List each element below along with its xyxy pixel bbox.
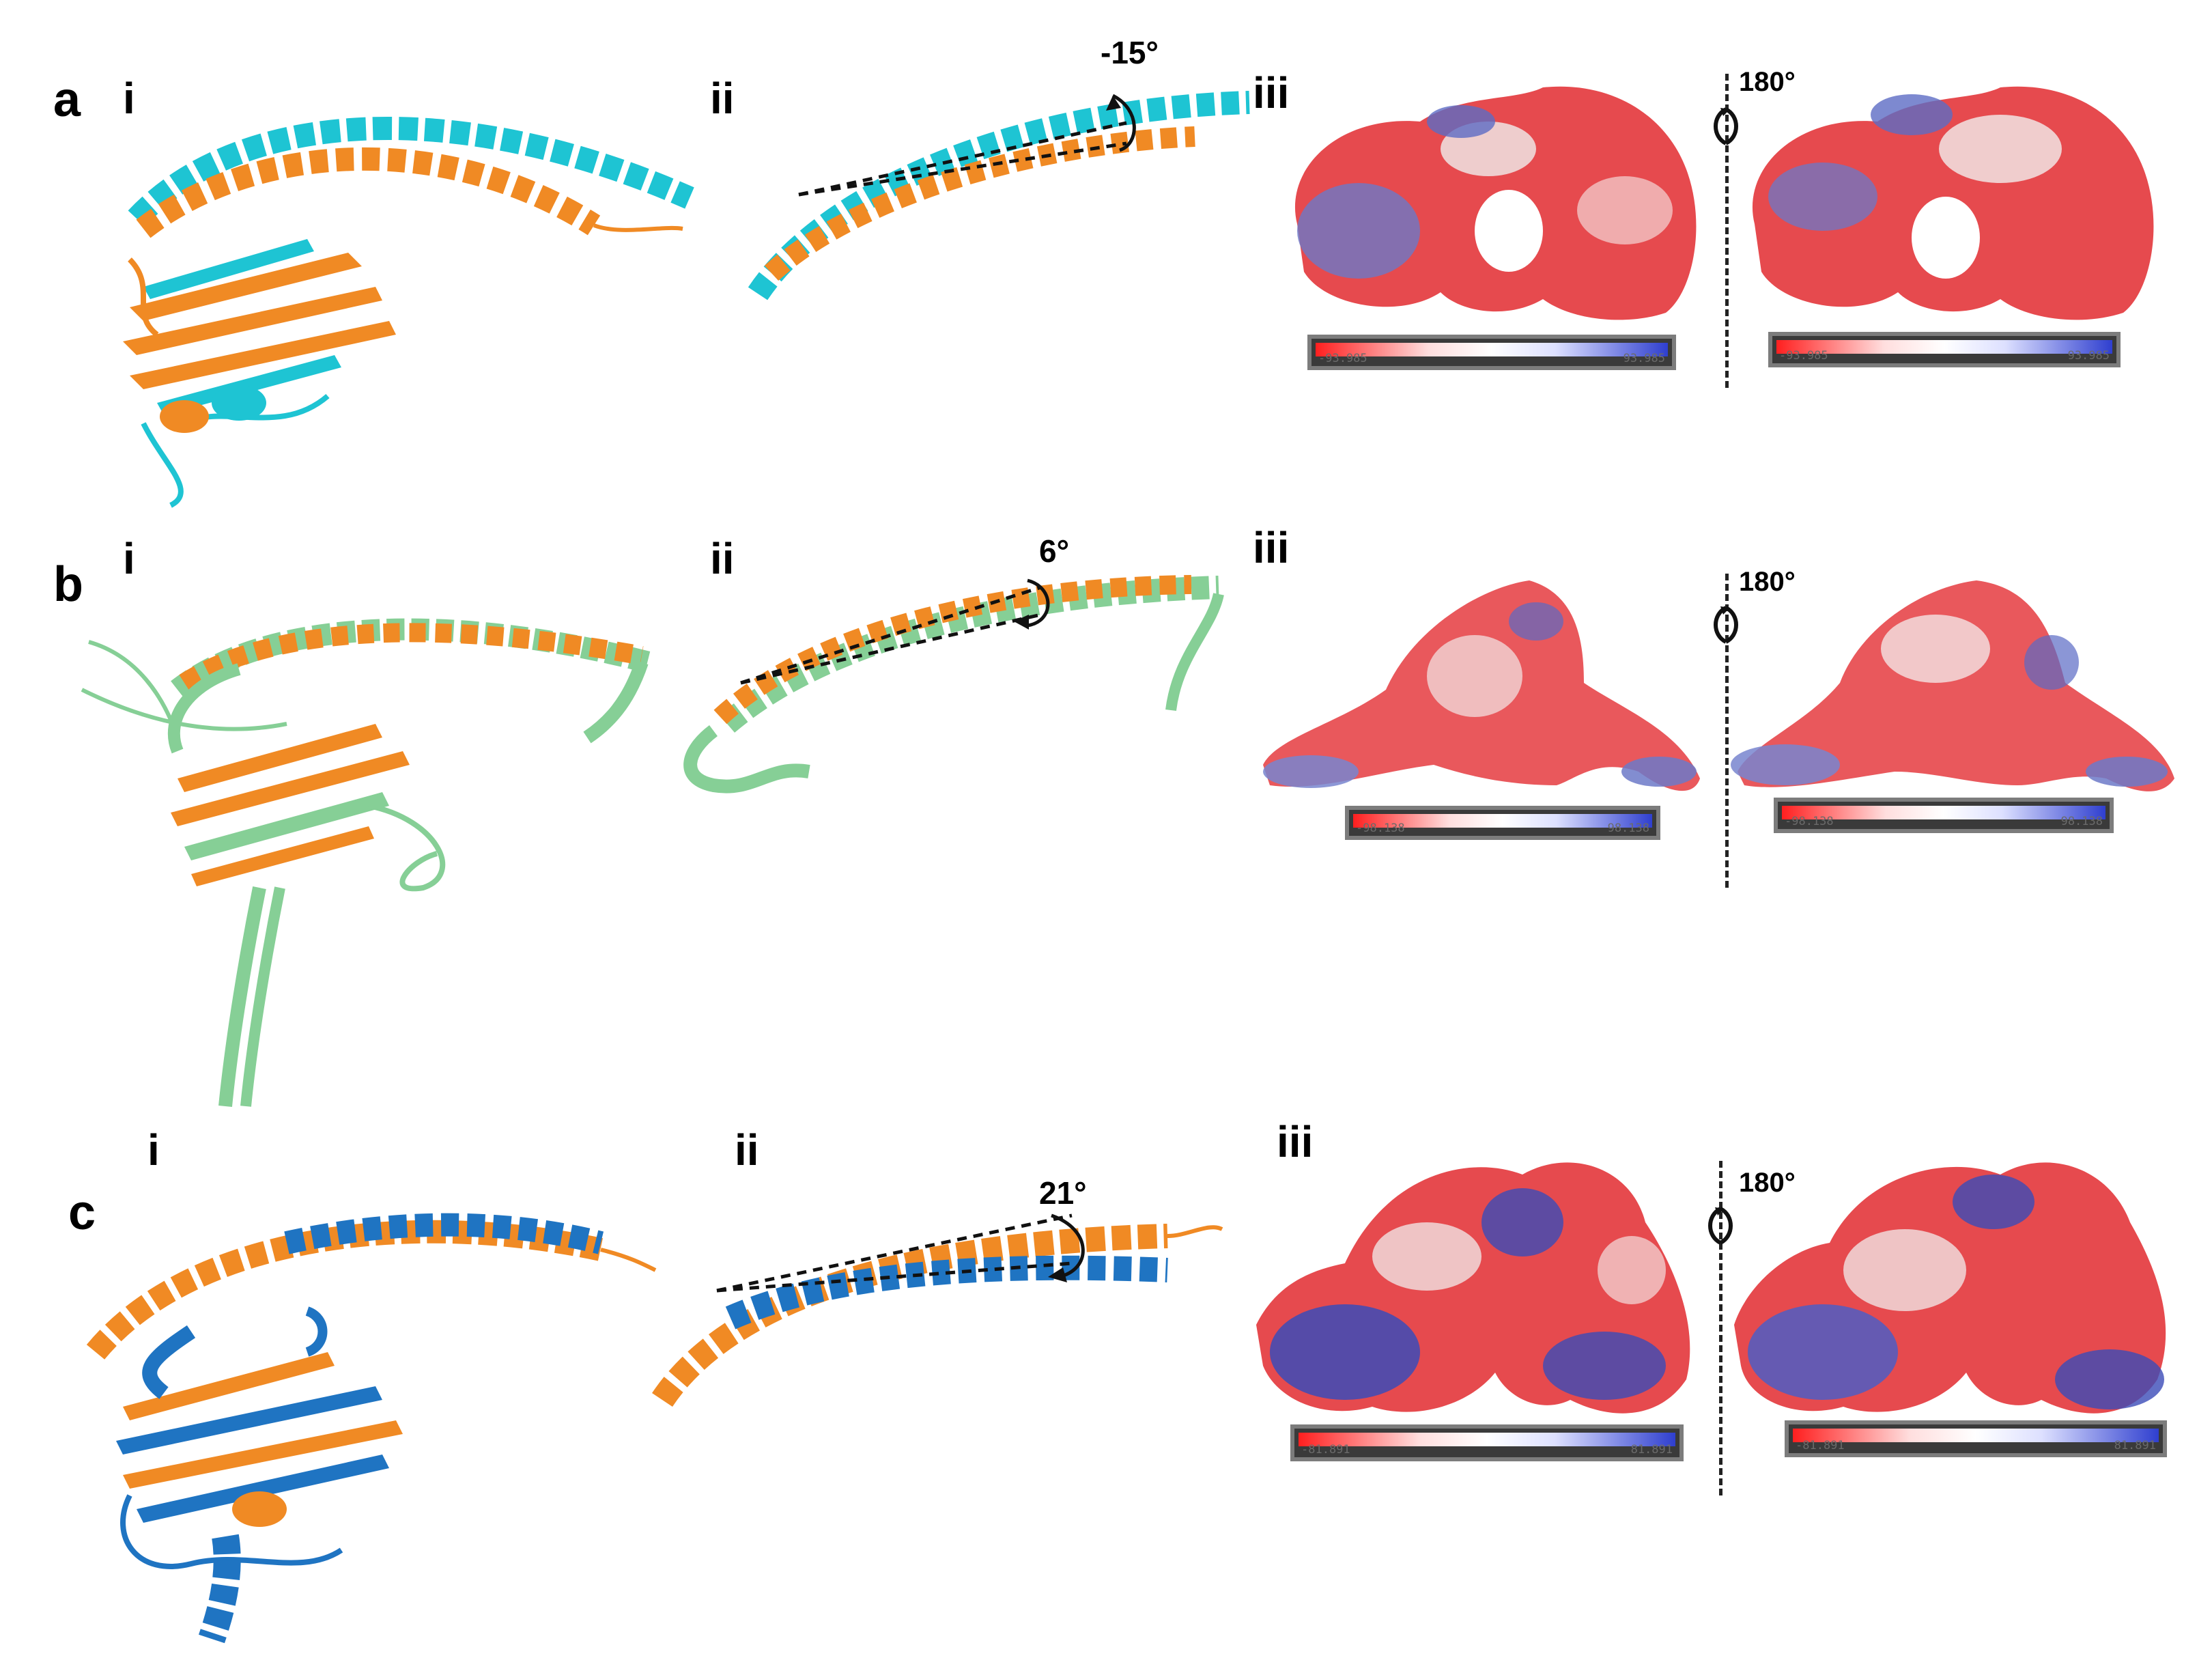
colorbar-min: -93.985 [1318,352,1367,365]
colorbar-b-left: -98.138 98.138 [1345,806,1660,840]
panel-label-b-i: i [123,534,135,583]
colorbar-max: 98.138 [1607,821,1649,835]
rotation-label-a: 180° [1739,67,1796,97]
rotation-arrow-icon [1708,1207,1733,1245]
colorbar-c-right: -81.891 81.891 [1785,1420,2167,1457]
surface-front-b [1263,580,1700,791]
surface-back-b [1731,580,2174,791]
panel-label-c-ii: ii [735,1125,759,1175]
surface-back-a [1752,86,2154,320]
colorbar-min: -81.891 [1301,1443,1350,1457]
structure-overlay-b-i [81,618,652,1107]
colorbar-max: 81.891 [2114,1439,2156,1452]
colorbar-max: 93.985 [1623,352,1665,365]
panel-label-b-iii: iii [1253,523,1290,572]
surface-back-c [1734,1162,2166,1414]
helix-overlay-a-ii [748,91,1250,300]
colorbar-c-left: -81.891 81.891 [1290,1424,1684,1461]
rotation-angle-c: 21° [1039,1175,1087,1211]
rotation-arrow-icon [1714,107,1738,145]
row-label-b: b [53,557,83,612]
panel-label-b-ii: ii [710,534,735,583]
colorbar-a-left: -93.985 93.985 [1307,335,1676,370]
colorbar-max: 98.138 [2060,815,2103,828]
structure-overlay-c-i [86,1213,657,1644]
rotation-angle-a: -15° [1101,35,1159,70]
rotation-axis-b [1725,574,1729,888]
colorbar-min: -93.985 [1779,349,1828,363]
rotation-angle-b: 6° [1039,533,1069,569]
helix-overlay-c-ii [652,1213,1223,1407]
row-label-c: c [68,1185,96,1240]
surface-front-a [1294,86,1697,320]
panel-label-c-iii: iii [1277,1117,1314,1166]
helix-overlay-b-ii [683,575,1224,793]
panel-label-a-i: i [123,74,135,123]
row-label-a: a [53,72,81,127]
colorbar-min: -98.138 [1785,815,1834,828]
rotation-arrow-icon [1714,606,1738,644]
rotation-axis-a [1725,74,1729,388]
rotation-label-b: 180° [1739,567,1796,597]
colorbar-max: 81.891 [1630,1443,1673,1457]
panel-label-a-ii: ii [710,74,735,123]
rotation-label-c: 180° [1739,1168,1796,1198]
structure-overlay-a-i [123,117,694,508]
colorbar-min: -98.138 [1356,821,1405,835]
panel-label-c-i: i [147,1125,160,1175]
colorbar-min: -81.891 [1796,1439,1845,1452]
surface-front-c [1256,1162,1690,1414]
colorbar-b-right: -98.138 98.138 [1774,798,2114,833]
rotation-axis-c [1719,1161,1722,1495]
panel-label-a-iii: iii [1253,68,1290,117]
colorbar-a-right: -93.985 93.985 [1768,332,2121,367]
colorbar-max: 93.985 [2067,349,2110,363]
